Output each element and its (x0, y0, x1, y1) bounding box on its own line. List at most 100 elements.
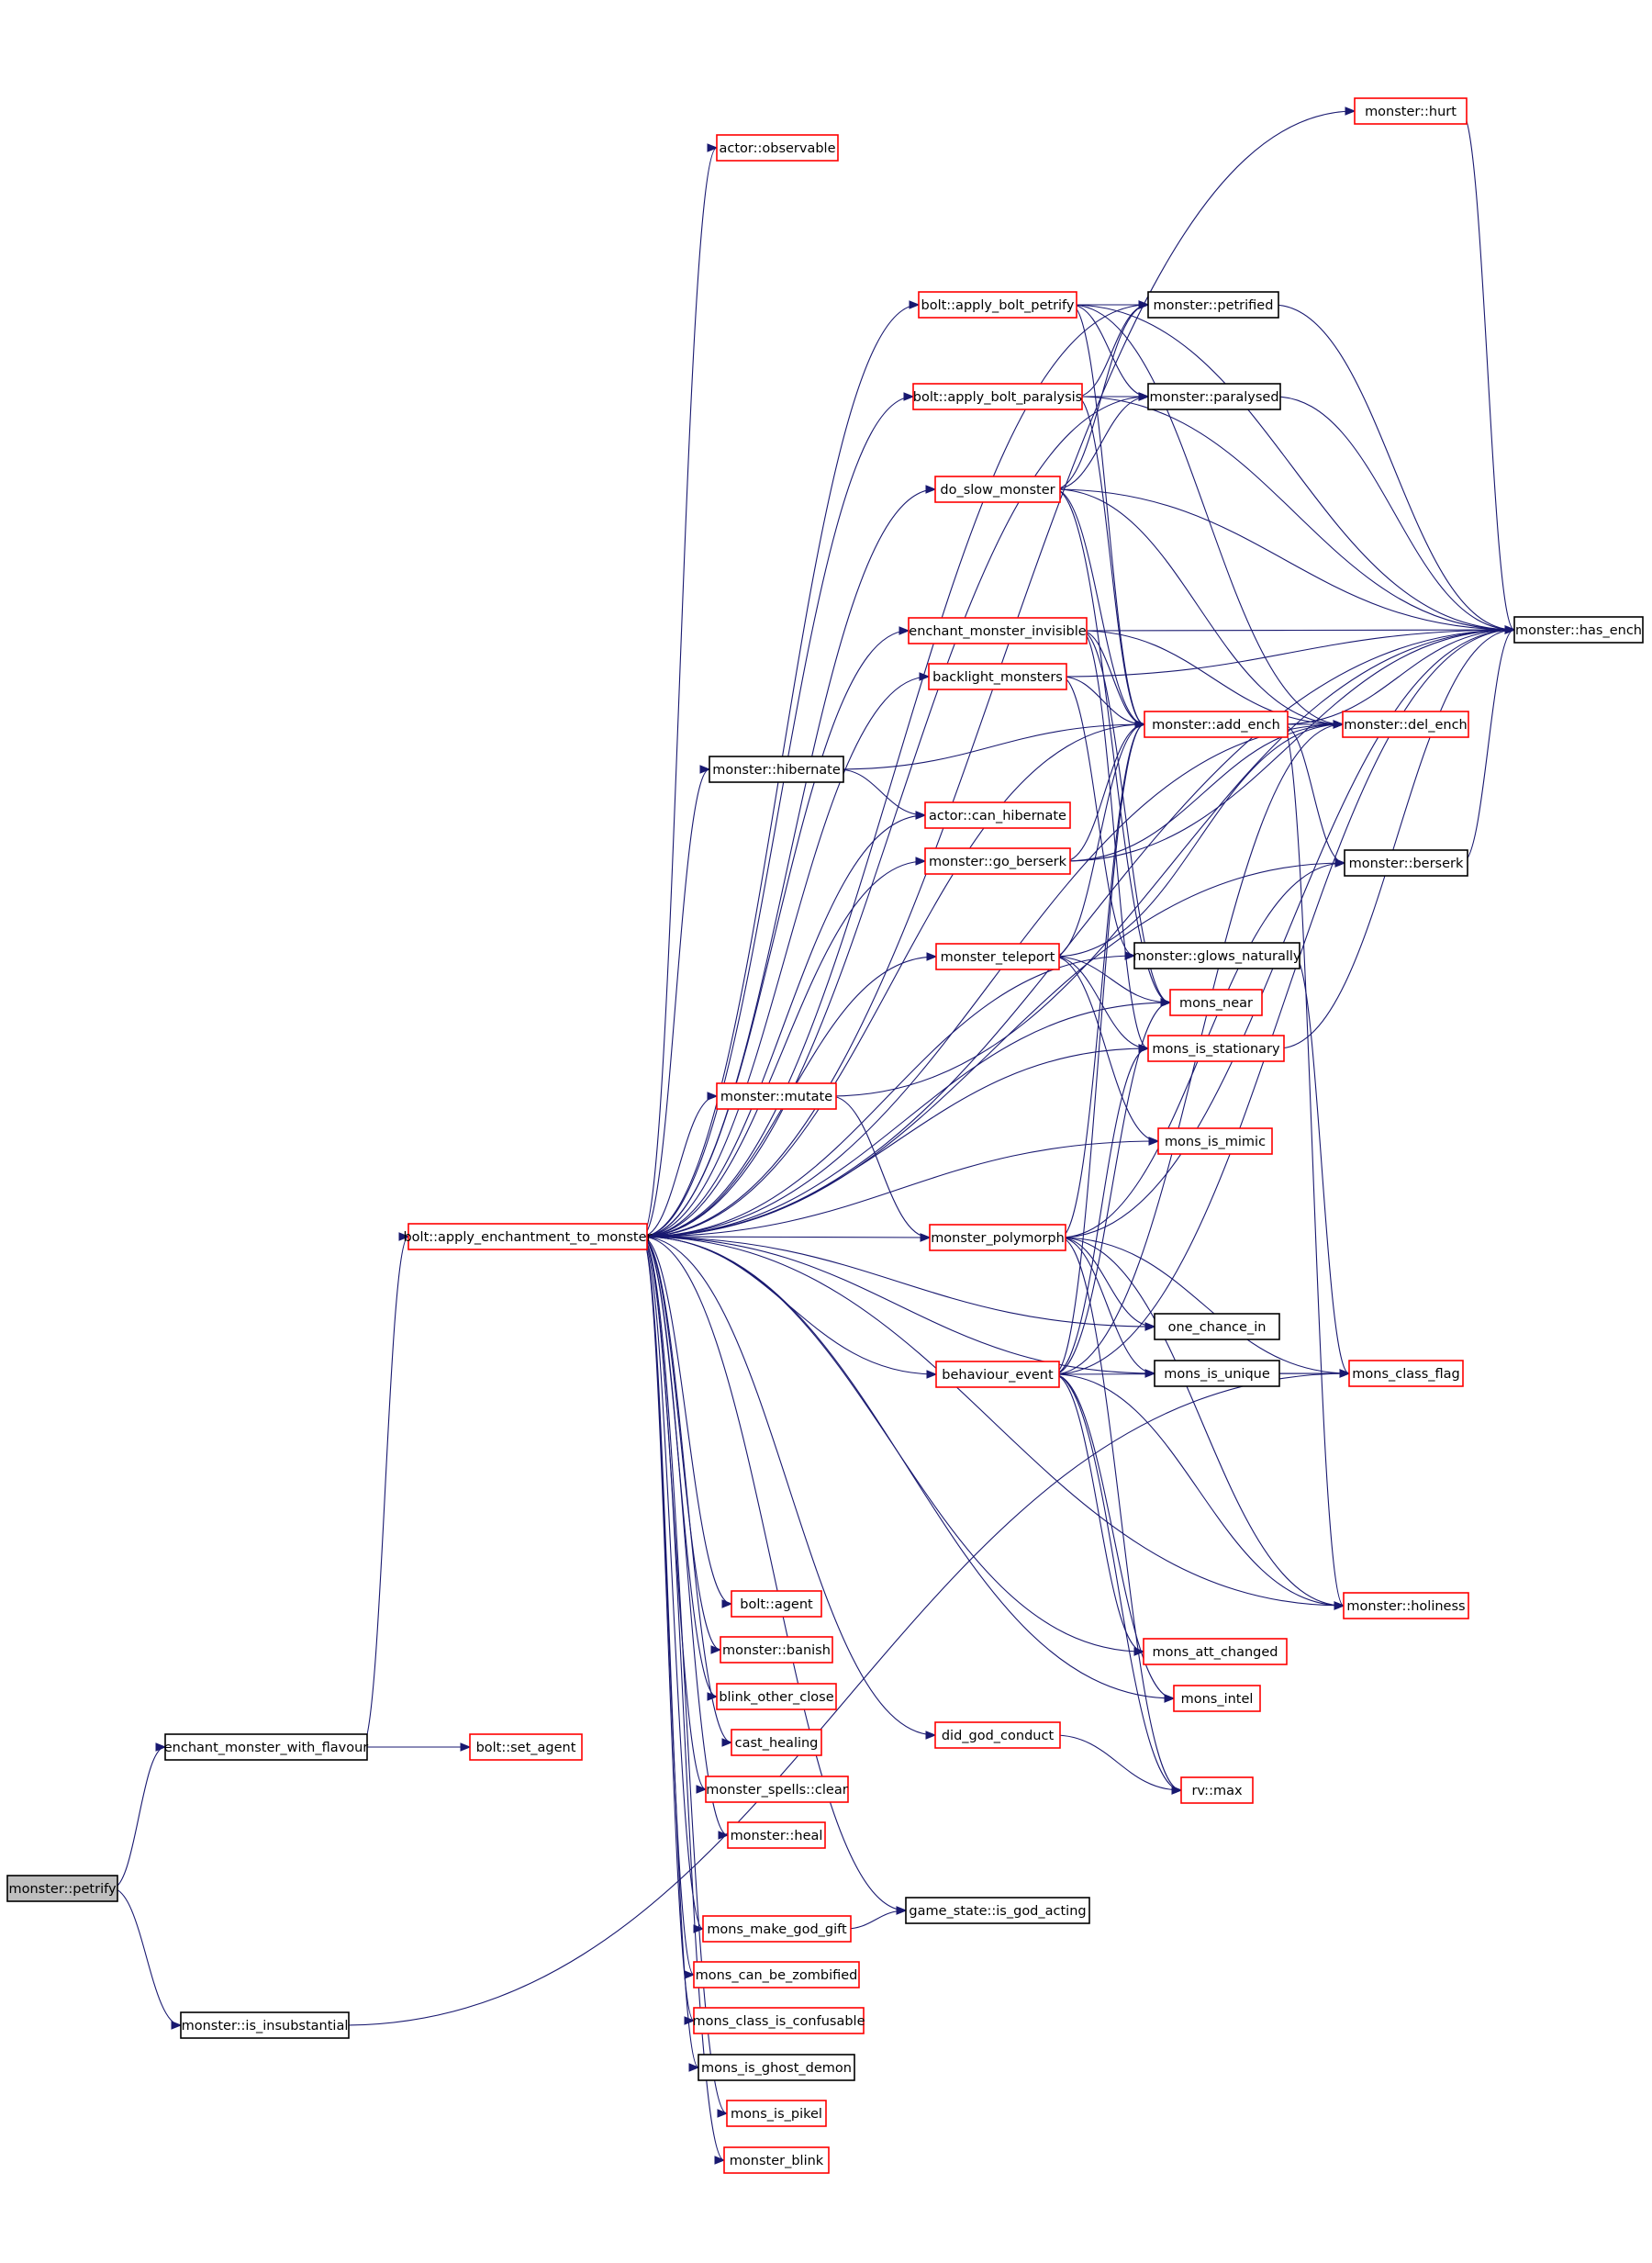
node-apply[interactable]: bolt::apply_enchantment_to_monster (403, 1223, 653, 1250)
node-backlight[interactable]: backlight_monsters (928, 663, 1067, 690)
node-canhib[interactable]: actor::can_hibernate (924, 801, 1071, 829)
node-holiness[interactable]: monster::holiness (1343, 1592, 1469, 1619)
node-confusable[interactable]: mons_class_is_confusable (693, 2007, 865, 2034)
node-box-invisible[interactable] (908, 617, 1088, 644)
node-box-boltagent[interactable] (731, 1590, 822, 1618)
node-near[interactable]: mons_near (1169, 989, 1263, 1016)
node-flavour[interactable]: enchant_monster_with_flavour (164, 1733, 369, 1761)
node-box-delench[interactable] (1342, 711, 1469, 738)
node-setagent[interactable]: bolt::set_agent (469, 1733, 583, 1761)
node-box-onechance[interactable] (1154, 1313, 1280, 1340)
node-hurt[interactable]: monster::hurt (1354, 97, 1468, 125)
node-mutate[interactable]: monster::mutate (716, 1082, 837, 1110)
node-box-heal[interactable] (727, 1821, 826, 1849)
node-zombified[interactable]: mons_can_be_zombified (693, 1961, 860, 1989)
node-delench[interactable]: monster::del_ench (1342, 711, 1469, 738)
node-boltagent[interactable]: bolt::agent (731, 1590, 822, 1618)
node-box-near[interactable] (1169, 989, 1263, 1016)
node-box-classflag[interactable] (1348, 1360, 1464, 1387)
node-classflag[interactable]: mons_class_flag (1348, 1360, 1464, 1387)
node-box-teleport[interactable] (935, 943, 1060, 970)
node-unique[interactable]: mons_is_unique (1154, 1360, 1280, 1387)
node-box-petrify[interactable] (6, 1875, 118, 1902)
node-blinkoc[interactable]: blink_other_close (716, 1683, 837, 1710)
node-pikel[interactable]: mons_is_pikel (726, 2100, 827, 2127)
node-hibernate[interactable]: monster::hibernate (709, 756, 844, 783)
node-box-canhib[interactable] (924, 801, 1071, 829)
node-godconduct[interactable]: did_god_conduct (934, 1721, 1061, 1749)
node-box-ghostdemon[interactable] (698, 2054, 855, 2081)
node-paralysed[interactable]: monster::paralysed (1147, 383, 1281, 410)
node-behaviour[interactable]: behaviour_event (935, 1361, 1060, 1388)
node-heal[interactable]: monster::heal (727, 1821, 826, 1849)
node-box-paralysed[interactable] (1147, 383, 1281, 410)
node-godgift[interactable]: mons_make_god_gift (702, 1915, 852, 1943)
node-box-petrified[interactable] (1147, 291, 1279, 319)
node-box-holiness[interactable] (1343, 1592, 1469, 1619)
node-box-behaviour[interactable] (935, 1361, 1060, 1388)
node-hasench[interactable]: monster::has_ench (1513, 616, 1644, 644)
node-box-polymorph[interactable] (929, 1224, 1066, 1251)
node-box-godacting[interactable] (905, 1897, 1090, 1924)
node-banish[interactable]: monster::banish (720, 1636, 833, 1664)
node-box-bparalysis[interactable] (912, 383, 1083, 410)
node-polymorph[interactable]: monster_polymorph (929, 1224, 1066, 1251)
node-box-hibernate[interactable] (709, 756, 844, 783)
node-box-attchanged[interactable] (1143, 1638, 1288, 1665)
node-addench[interactable]: monster::add_ench (1144, 711, 1289, 738)
node-berserkq[interactable]: monster::berserk (1344, 849, 1468, 877)
node-box-godconduct[interactable] (934, 1721, 1061, 1749)
node-box-confusable[interactable] (693, 2007, 865, 2034)
node-box-pikel[interactable] (726, 2100, 827, 2127)
node-box-addench[interactable] (1144, 711, 1289, 738)
node-box-blinkoc[interactable] (716, 1683, 837, 1710)
node-box-unique[interactable] (1154, 1360, 1280, 1387)
node-glows[interactable]: monster::glows_naturally (1133, 942, 1301, 969)
node-box-stationary[interactable] (1147, 1035, 1285, 1062)
node-teleport[interactable]: monster_teleport (935, 943, 1060, 970)
node-stationary[interactable]: mons_is_stationary (1147, 1035, 1285, 1062)
node-box-mblink[interactable] (723, 2146, 830, 2174)
node-invisible[interactable]: enchant_monster_invisible (908, 617, 1088, 644)
node-box-flavour[interactable] (164, 1733, 368, 1761)
node-box-insub[interactable] (180, 2011, 350, 2039)
node-box-intel[interactable] (1173, 1685, 1261, 1712)
node-box-slow[interactable] (934, 476, 1061, 503)
node-observable[interactable]: actor::observable (716, 134, 839, 162)
node-box-hurt[interactable] (1354, 97, 1468, 125)
node-box-zombified[interactable] (693, 1961, 860, 1989)
node-box-bpetrify[interactable] (918, 291, 1077, 319)
node-box-observable[interactable] (716, 134, 839, 162)
node-box-berserkq[interactable] (1344, 849, 1468, 877)
node-box-rvmax[interactable] (1180, 1776, 1254, 1804)
node-box-hasench[interactable] (1513, 616, 1644, 644)
node-petrify[interactable]: monster::petrify (6, 1875, 118, 1902)
node-rvmax[interactable]: rv::max (1180, 1776, 1254, 1804)
node-mimic[interactable]: mons_is_mimic (1157, 1127, 1273, 1155)
node-petrified[interactable]: monster::petrified (1147, 291, 1279, 319)
node-box-banish[interactable] (720, 1636, 833, 1664)
node-intel[interactable]: mons_intel (1173, 1685, 1261, 1712)
node-box-mimic[interactable] (1157, 1127, 1273, 1155)
node-ghostdemon[interactable]: mons_is_ghost_demon (698, 2054, 855, 2081)
node-box-spellsclear[interactable] (705, 1776, 849, 1803)
node-onechance[interactable]: one_chance_in (1154, 1313, 1280, 1340)
node-box-apply[interactable] (407, 1223, 648, 1250)
node-bpetrify[interactable]: bolt::apply_bolt_petrify (918, 291, 1077, 319)
node-box-casthealing[interactable] (731, 1729, 822, 1756)
node-insub[interactable]: monster::is_insubstantial (180, 2011, 350, 2039)
node-box-mutate[interactable] (716, 1082, 837, 1110)
node-berserk[interactable]: monster::go_berserk (924, 847, 1071, 875)
node-slow[interactable]: do_slow_monster (934, 476, 1061, 503)
node-casthealing[interactable]: cast_healing (731, 1729, 822, 1756)
node-box-glows[interactable] (1133, 942, 1300, 969)
node-attchanged[interactable]: mons_att_changed (1143, 1638, 1288, 1665)
node-box-setagent[interactable] (469, 1733, 583, 1761)
node-box-godgift[interactable] (702, 1915, 852, 1943)
node-box-berserk[interactable] (924, 847, 1071, 875)
node-bparalysis[interactable]: bolt::apply_bolt_paralysis (912, 383, 1083, 410)
node-spellsclear[interactable]: monster_spells::clear (705, 1776, 849, 1803)
node-godacting[interactable]: game_state::is_god_acting (905, 1897, 1090, 1924)
node-mblink[interactable]: monster_blink (723, 2146, 830, 2174)
node-box-backlight[interactable] (928, 663, 1067, 690)
